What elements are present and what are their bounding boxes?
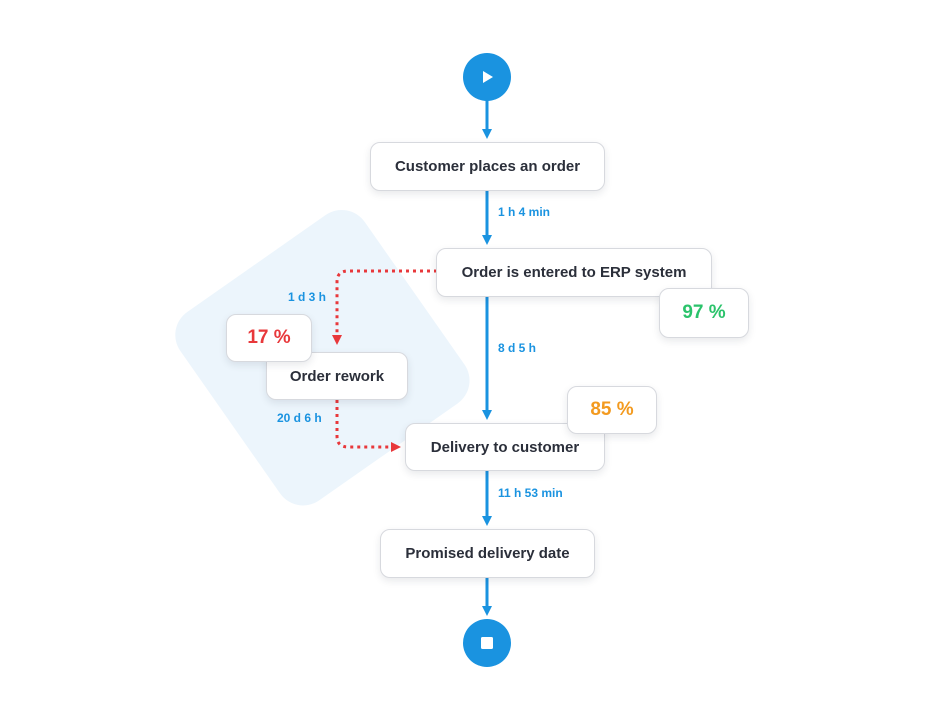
node-order-entered-erp[interactable]: Order is entered to ERP system: [436, 248, 712, 297]
duration-erp-to-delivery: 8 d 5 h: [498, 341, 537, 355]
stop-icon: [481, 637, 493, 649]
node-label: Promised delivery date: [405, 545, 570, 562]
percentage-delivery: 85 %: [567, 386, 657, 434]
duration-delivery-to-promised: 11 h 53 min: [498, 486, 563, 500]
rework-arrow-rework-to-delivery: [335, 400, 401, 452]
percentage-erp: 97 %: [659, 288, 749, 338]
play-icon: [483, 71, 493, 83]
node-label: Customer places an order: [394, 158, 581, 175]
duration-rework-to-delivery: 20 d 6 h: [277, 411, 322, 425]
node-promised-delivery-date[interactable]: Promised delivery date: [380, 529, 595, 578]
node-label: Delivery to customer: [430, 438, 580, 456]
percentage-rework: 17 %: [226, 314, 312, 362]
node-label: Order is entered to ERP system: [461, 264, 687, 281]
node-customer-places-order[interactable]: Customer places an order: [370, 142, 605, 191]
node-label: Order rework: [289, 367, 385, 385]
start-event[interactable]: [463, 53, 511, 101]
rework-arrow-erp-to-rework: [332, 269, 437, 345]
duration-erp-to-rework: 1 d 3 h: [288, 290, 327, 304]
end-event[interactable]: [463, 619, 511, 667]
duration-place-to-erp: 1 h 4 min: [498, 205, 551, 219]
